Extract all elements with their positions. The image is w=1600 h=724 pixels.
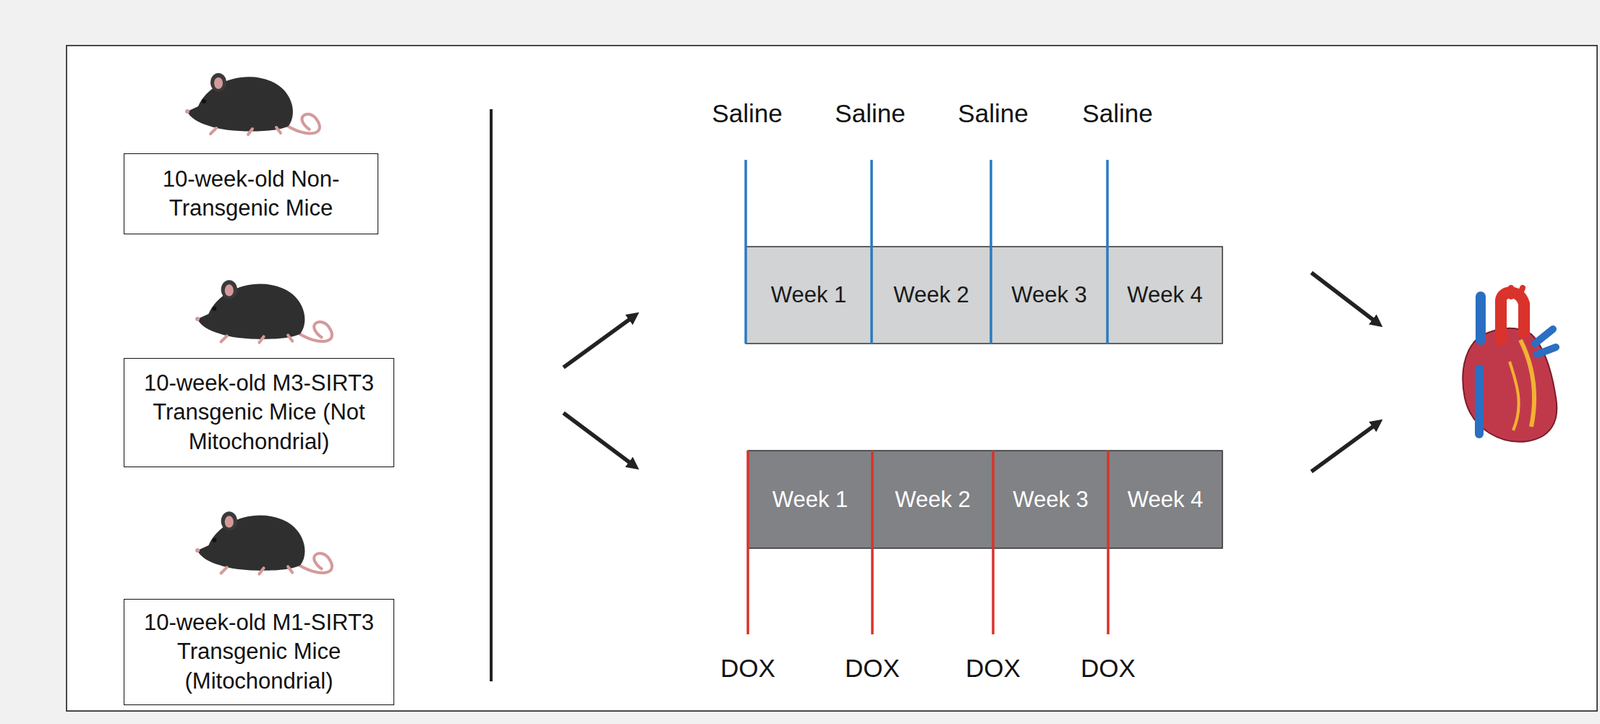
week-cell: Week 2 (871, 246, 991, 344)
week-cell: Week 2 (872, 450, 994, 549)
treatment-label: DOX (844, 653, 900, 683)
treatment-label: DOX (720, 653, 776, 683)
treatment-label: DOX (1080, 653, 1136, 683)
week-cell: Week 1 (747, 450, 873, 549)
dox-injection-lines (747, 450, 1109, 635)
week-cell: Week 1 (745, 246, 872, 344)
week-cell: Week 4 (1107, 246, 1223, 344)
group-label: 10-week-old M3-SIRT3 Transgenic Mice (No… (131, 368, 387, 457)
treatment-label: Saline (1082, 99, 1153, 129)
dox-timeline-bar (747, 450, 1223, 549)
week-label: Week 4 (1126, 282, 1203, 309)
week-label: Week 4 (1127, 486, 1204, 513)
week-label: Week 1 (772, 486, 849, 513)
week-label: Week 3 (1011, 282, 1088, 309)
week-cell: Week 3 (990, 246, 1108, 344)
treatment-label: Saline (957, 99, 1028, 129)
week-label: Week 2 (894, 486, 971, 513)
heart-illustration (1462, 287, 1557, 442)
flow-arrows (563, 272, 1379, 472)
week-cell: Week 4 (1108, 450, 1223, 549)
treatment-label: Saline (834, 99, 905, 129)
treatment-label: DOX (965, 653, 1021, 683)
mouse-group-box: 10-week-old M3-SIRT3 Transgenic Mice (No… (123, 358, 395, 468)
mouse-group-box: 10-week-old Non-Transgenic Mice (123, 153, 379, 235)
mouse-group-box: 10-week-old M1-SIRT3 Transgenic Mice (Mi… (123, 598, 395, 706)
week-label: Week 2 (893, 282, 970, 309)
saline-timeline-bar (745, 246, 1223, 344)
week-label: Week 3 (1012, 486, 1089, 513)
week-cell: Week 3 (993, 450, 1109, 549)
divider-line (489, 109, 493, 682)
mouse-illustrations (185, 73, 333, 575)
group-label: 10-week-old M1-SIRT3 Transgenic Mice (Mi… (131, 608, 387, 696)
group-label: 10-week-old Non-Transgenic Mice (131, 164, 371, 224)
week-label: Week 1 (771, 282, 848, 309)
treatment-label: Saline (711, 99, 782, 129)
saline-injection-lines (745, 159, 1108, 344)
figure-panel (66, 45, 1598, 712)
